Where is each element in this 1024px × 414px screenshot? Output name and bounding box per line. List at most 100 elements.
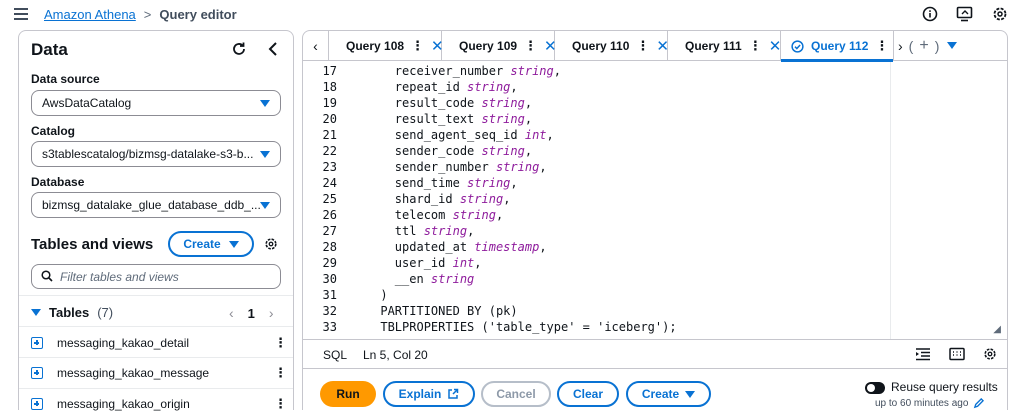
code-type-keyword: string (495, 160, 540, 174)
explain-button[interactable]: Explain (383, 381, 475, 407)
caret-down-icon (685, 390, 696, 398)
breadcrumb-athena-link[interactable]: Amazon Athena (44, 7, 136, 22)
tab-query-108[interactable]: Query 108 ⋮ ✕ (329, 31, 444, 61)
format-query-icon[interactable] (915, 347, 931, 364)
tab-query-109[interactable]: Query 109 ⋮ ✕ (442, 31, 557, 61)
tab-query-111[interactable]: Query 111 ⋮ ✕ (668, 31, 781, 61)
breadcrumb: Amazon Athena > Query editor (44, 7, 237, 22)
code-line: 27 ttl string, (303, 224, 475, 240)
line-number: 31 (322, 288, 337, 302)
tabs-scroll-right-icon[interactable]: › (898, 37, 903, 54)
page-number[interactable]: 1 (247, 305, 255, 321)
edit-pencil-icon[interactable] (973, 398, 985, 409)
run-button[interactable]: Run (320, 381, 376, 407)
refresh-icon[interactable] (231, 41, 247, 60)
more-actions-icon[interactable]: ⋮ (524, 38, 538, 53)
reuse-results-toggle[interactable] (865, 382, 885, 394)
table-row[interactable]: messaging_kakao_detail ⋮ (31, 333, 287, 353)
settings-icon[interactable] (992, 6, 1008, 22)
query-editor: ‹ Query 108 ⋮ ✕ Query 109 ⋮ ✕ Query 110 … (302, 30, 1008, 410)
add-tab-icon[interactable]: + (919, 36, 929, 54)
table-row[interactable]: messaging_kakao_message ⋮ (31, 363, 287, 383)
new-tab-open-paren: ( (908, 37, 914, 54)
code-column-name: sender_code (394, 144, 482, 158)
chevron-right-icon[interactable]: › (268, 305, 274, 321)
database-label: Database (31, 175, 85, 189)
code-line: 32 PARTITIONED BY (pk) (303, 304, 518, 320)
create-button[interactable]: Create (626, 381, 711, 407)
clear-button[interactable]: Clear (557, 381, 619, 407)
code-column-name: __en (394, 272, 431, 286)
close-icon[interactable]: ✕ (544, 38, 557, 55)
code-indent (337, 208, 395, 222)
code-column-name: receiver_number (394, 64, 511, 78)
code-column-name: ) (380, 288, 388, 302)
code-column-name: user_id (394, 256, 453, 270)
code-punctuation: , (474, 256, 482, 270)
language-indicator: SQL (323, 348, 348, 362)
clear-label: Clear (572, 387, 604, 401)
code-line: 23 sender_number string, (303, 160, 547, 176)
catalog-select[interactable]: s3tablescatalog/bizmsg-datalake-s3-b... (31, 141, 281, 167)
chevron-left-icon[interactable]: ‹ (229, 305, 234, 321)
filter-tables-input[interactable]: Filter tables and views (31, 264, 281, 289)
code-type-keyword: string (467, 80, 511, 94)
tab-query-112[interactable]: Query 112 ⋮ (781, 31, 894, 62)
info-icon[interactable] (922, 6, 938, 22)
line-number: 24 (322, 176, 337, 190)
catalog-label: Catalog (31, 124, 76, 138)
close-icon[interactable]: ✕ (431, 38, 444, 55)
create-table-label: Create (183, 237, 221, 251)
code-punctuation: , (524, 144, 533, 158)
expand-icon[interactable] (31, 367, 43, 379)
sql-code-editor[interactable]: 17 receiver_number string,18 repeat_id s… (303, 62, 1007, 339)
create-table-button[interactable]: Create (168, 231, 254, 257)
code-type-keyword: int (452, 256, 475, 270)
keyboard-shortcuts-icon[interactable] (949, 347, 965, 364)
tabs-scroll-left-icon[interactable]: ‹ (303, 31, 329, 61)
line-number: 22 (322, 144, 337, 158)
more-actions-icon[interactable]: ⋮ (411, 38, 425, 53)
close-icon[interactable]: ✕ (656, 38, 669, 55)
editor-settings-icon[interactable] (983, 347, 997, 364)
resize-handle-icon[interactable]: ◢ (993, 324, 1001, 335)
cursor-position: Ln 5, Col 20 (363, 348, 428, 362)
more-actions-icon[interactable]: ⋮ (274, 396, 287, 411)
code-line: 26 telecom string, (303, 208, 504, 224)
table-row[interactable]: messaging_kakao_origin ⋮ (31, 394, 287, 414)
table-name: messaging_kakao_detail (57, 336, 190, 350)
code-punctuation: , (546, 128, 554, 142)
more-actions-icon[interactable]: ⋮ (274, 335, 287, 350)
code-indent (337, 288, 380, 302)
code-indent (337, 144, 395, 158)
tables-section-toggle[interactable]: Tables (7) (31, 305, 113, 320)
code-column-name: TBLPROPERTIES ('table_type' = 'iceberg')… (380, 320, 677, 334)
code-indent (337, 224, 395, 238)
more-actions-icon[interactable]: ⋮ (274, 365, 287, 380)
code-line: 24 send_time string, (303, 176, 518, 192)
cancel-button[interactable]: Cancel (481, 381, 551, 407)
close-icon[interactable]: ✕ (768, 38, 782, 55)
code-column-name: sender_number (394, 160, 496, 174)
code-type-keyword: string (423, 224, 468, 238)
expand-icon[interactable] (31, 398, 43, 410)
menu-icon[interactable] (14, 8, 28, 20)
expand-icon[interactable] (31, 337, 43, 349)
more-actions-icon[interactable]: ⋮ (875, 38, 889, 53)
code-type-keyword: string (459, 192, 504, 206)
line-number: 21 (322, 128, 337, 142)
collapse-panel-icon[interactable] (267, 41, 279, 60)
more-actions-icon[interactable]: ⋮ (636, 38, 650, 53)
code-column-name: telecom (394, 208, 453, 222)
data-source-select[interactable]: AwsDataCatalog (31, 90, 281, 116)
database-select[interactable]: bizmsg_datalake_glue_database_ddb_... (31, 192, 281, 218)
tabs-menu-caret-icon[interactable] (947, 42, 958, 49)
screen-share-icon[interactable] (956, 6, 974, 22)
code-indent (337, 304, 380, 318)
more-actions-icon[interactable]: ⋮ (748, 38, 762, 53)
code-indent (337, 80, 395, 94)
gear-icon[interactable] (264, 237, 278, 254)
tab-query-110[interactable]: Query 110 ⋮ ✕ (555, 31, 669, 61)
code-column-name: send_agent_seq_id (394, 128, 525, 142)
create-label: Create (641, 387, 680, 401)
